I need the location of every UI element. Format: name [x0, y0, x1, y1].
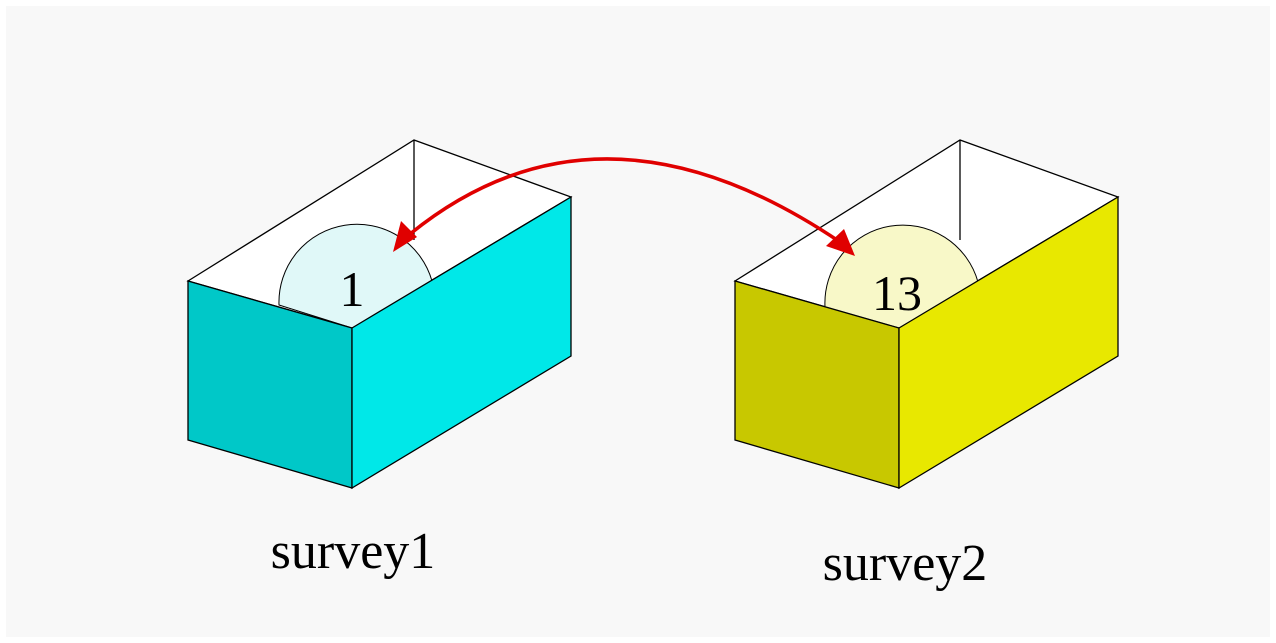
- box-survey1: 1 survey1: [186, 139, 573, 580]
- box-side-face: [351, 195, 572, 490]
- box-side-face: [898, 195, 1119, 490]
- box-label-survey2: survey2: [823, 535, 988, 592]
- box-label-survey1: survey1: [271, 523, 436, 580]
- ball-value-survey1: 1: [340, 261, 365, 317]
- double-headed-arrow: [393, 157, 855, 256]
- arrow-curve: [408, 157, 841, 244]
- arrowhead-left: [393, 221, 417, 252]
- ball-survey2: [824, 224, 979, 329]
- ball-value-survey2: 13: [872, 265, 922, 321]
- arrowhead-right: [826, 229, 855, 256]
- box-survey2: 13 survey2: [733, 139, 1120, 592]
